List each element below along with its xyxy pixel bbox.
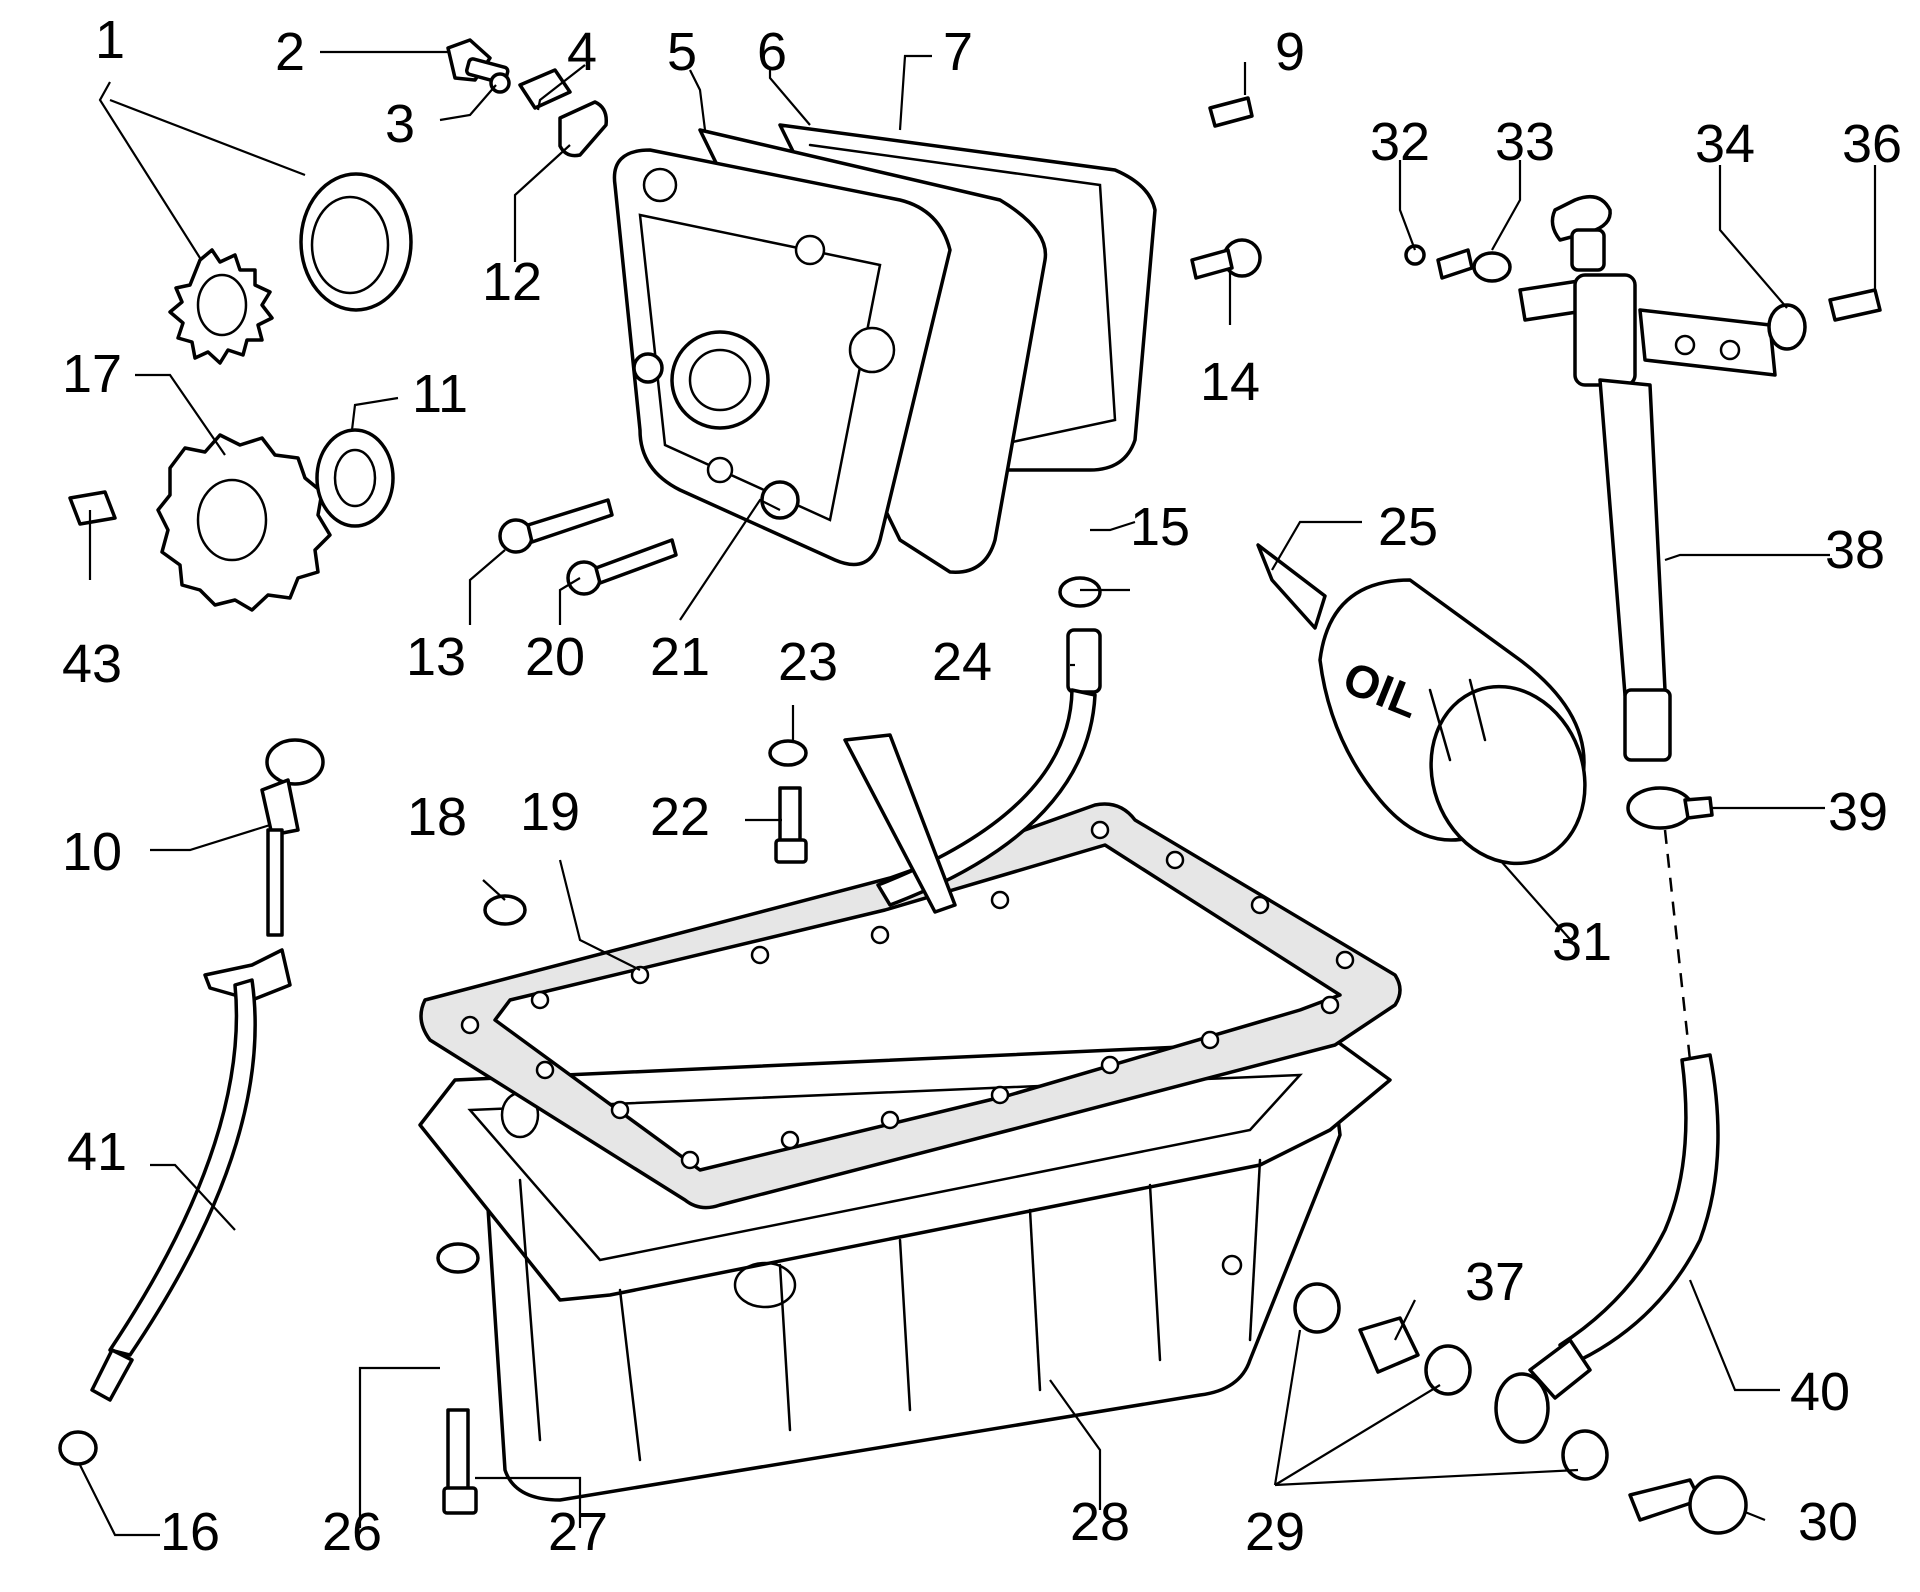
callout-6: 6 xyxy=(757,22,787,82)
callout-43: 43 xyxy=(62,634,122,694)
callout-7: 7 xyxy=(943,22,973,82)
callout-32: 32 xyxy=(1370,112,1430,172)
hose-clamp-and-hose xyxy=(1494,786,1748,1535)
callout-29: 29 xyxy=(1245,1502,1305,1562)
callout-14: 14 xyxy=(1200,352,1260,412)
callout-10: 10 xyxy=(62,822,122,882)
callout-37: 37 xyxy=(1465,1252,1525,1312)
callout-4: 4 xyxy=(567,22,597,82)
callout-27: 27 xyxy=(548,1502,608,1562)
housing-bolts xyxy=(498,498,678,596)
relief-valve-parts xyxy=(446,38,609,158)
callout-40: 40 xyxy=(1790,1362,1850,1422)
callout-16: 16 xyxy=(160,1502,220,1562)
callout-28: 28 xyxy=(1070,1492,1130,1552)
callout-3: 3 xyxy=(385,94,415,154)
dowel-and-bolt-right xyxy=(1190,96,1262,280)
callout-19: 19 xyxy=(520,782,580,842)
callout-39: 39 xyxy=(1828,782,1888,842)
drain-plug-washers xyxy=(1293,1282,1609,1481)
callout-20: 20 xyxy=(525,627,585,687)
callout-12: 12 xyxy=(482,252,542,312)
callout-34: 34 xyxy=(1695,114,1755,174)
callout-11: 11 xyxy=(412,364,468,424)
callout-31: 31 xyxy=(1552,912,1612,972)
callout-18: 18 xyxy=(407,787,467,847)
callout-9: 9 xyxy=(1275,22,1305,82)
pan-bolts-and-washers xyxy=(436,739,808,1515)
callout-33: 33 xyxy=(1495,112,1555,172)
callout-2: 2 xyxy=(275,22,305,82)
callout-21: 21 xyxy=(650,627,710,687)
callout-38: 38 xyxy=(1825,520,1885,580)
pickup-tube xyxy=(843,576,1102,914)
callout-15: 15 xyxy=(1130,497,1190,557)
pump-gears xyxy=(168,172,413,365)
callout-41: 41 xyxy=(67,1122,127,1182)
callout-17: 17 xyxy=(62,344,122,404)
drive-gear-seal-key xyxy=(68,428,395,612)
callout-5: 5 xyxy=(667,22,697,82)
callout-13: 13 xyxy=(406,627,466,687)
callout-30: 30 xyxy=(1798,1492,1858,1552)
callout-26: 26 xyxy=(322,1502,382,1562)
callout-36: 36 xyxy=(1842,114,1902,174)
callout-23: 23 xyxy=(778,632,838,692)
callout-22: 22 xyxy=(650,787,710,847)
callout-24: 24 xyxy=(932,632,992,692)
breather-tube-assembly xyxy=(1404,194,1882,762)
leader-lines xyxy=(79,50,1877,1537)
oil-filter: OIL xyxy=(1256,543,1587,866)
callout-1: 1 xyxy=(95,10,125,70)
dipstick-assembly xyxy=(58,738,325,1466)
oil-pump-housing xyxy=(612,123,1157,574)
callout-25: 25 xyxy=(1378,497,1438,557)
